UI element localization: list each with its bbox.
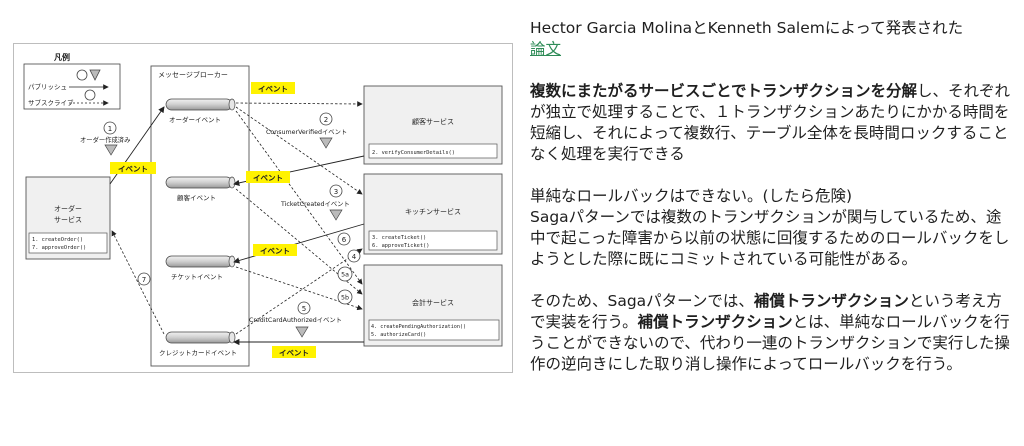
svg-text:3: 3 (334, 188, 338, 196)
arrow-subscribe-accounting-4 (235, 110, 363, 285)
step-2-marker: 2 ConsumerVerifiedイベント (266, 112, 347, 149)
accounting-method-5: 5. authorizeCard() (371, 332, 426, 338)
arrow-subscribe-kitchen-6 (235, 248, 363, 335)
step-6-marker: 6 (337, 232, 351, 246)
event-tag: イベント (251, 82, 295, 94)
event-tag: イベント (272, 346, 316, 358)
compensation-term-1: 補償トランザクション (753, 292, 909, 310)
arrow-subscribe-order-7 (111, 230, 165, 335)
channel-order-label: オーダーイベント (169, 115, 221, 124)
paragraph-saga-summary: 複数にまたがるサービスごとでトランザクションを分解し、それぞれが独立で処理するこ… (530, 81, 1016, 165)
compensation-text-a: そのため、Sagaパターンでは、 (530, 292, 754, 310)
arrow-subscribe-kitchen-order (235, 106, 363, 195)
step-1-marker: 1 オーダー作成済み (80, 121, 130, 156)
svg-text:5b: 5b (341, 295, 349, 302)
kitchen-method-6: 6. approveTicket() (372, 243, 429, 249)
event-tag-label: イベント (118, 165, 148, 174)
accounting-method-4: 4. createPendingAuthorization() (371, 324, 466, 330)
rollback-heading: 単純なロールバックはできない。(したら危険) (530, 187, 853, 205)
subscribe-triangle-icon (295, 326, 309, 338)
order-method-1: 1. createOrder() (32, 237, 83, 243)
kitchen-method-3: 3. createTicket() (372, 235, 426, 241)
step-5-label: CreditCardAuthorizedイベント (249, 316, 342, 324)
channel-customer-events (165, 176, 236, 189)
channel-order-events (165, 98, 236, 111)
arrow-subscribe-customer (235, 101, 363, 107)
svg-text:5a: 5a (341, 272, 349, 279)
event-tag-label: イベント (258, 85, 288, 94)
event-tag: イベント (246, 171, 290, 183)
message-broker-box (150, 65, 250, 367)
kitchen-service-methods-box (368, 230, 498, 251)
channel-creditcard-label: クレジットカードイベント (159, 349, 237, 357)
kitchen-service-name: キッチンサービス (405, 207, 461, 216)
customer-method-2: 2. verifyConsumerDetails() (372, 150, 455, 156)
step-5b-marker: 5b (337, 289, 353, 305)
compensation-term-2: 補償トランザクション (637, 313, 793, 331)
channel-ticket-label: チケットイベント (171, 273, 223, 281)
step-2-label: ConsumerVerifiedイベント (266, 128, 347, 136)
svg-text:2: 2 (324, 116, 328, 124)
legend-subscribe-label: サブスクライブ (28, 98, 74, 107)
event-tag-label: イベント (260, 247, 290, 256)
legend-circle-icon (76, 69, 88, 81)
step-7-marker: 7 (137, 272, 151, 286)
step-3-marker: 3 TicketCreatedイベント (280, 184, 350, 221)
event-tag-label: イベント (279, 349, 309, 358)
channel-creditcard-events (165, 331, 236, 344)
compensation-text-c: という考え方で実装を行う。 (530, 292, 1002, 331)
legend-publish-label: パブリッシュ (28, 82, 67, 91)
event-tag-label: イベント (253, 174, 283, 183)
accounting-service-name: 会計サービス (412, 298, 454, 307)
svg-text:6: 6 (342, 236, 347, 244)
svg-text:7: 7 (142, 276, 146, 284)
step-5-marker: 5 CreditCardAuthorizedイベント (249, 301, 342, 338)
event-tag: イベント (110, 162, 156, 174)
legend-triangle-icon (89, 69, 101, 81)
svg-text:1: 1 (108, 125, 112, 133)
customer-service-name: 顧客サービス (412, 117, 454, 126)
paper-intro-text: Hector Garcia MolinaとKenneth Salemによって発表… (530, 19, 964, 37)
order-method-7: 7. approveOrder() (32, 245, 86, 251)
subscribe-triangle-icon (319, 137, 333, 149)
saga-summary-bold: 複数にまたがるサービスごとでトランザクションを分解 (530, 82, 918, 100)
event-tag: イベント (253, 244, 297, 256)
broker-title: メッセージブローカー (158, 70, 228, 79)
svg-text:5: 5 (302, 305, 306, 313)
step-1-label: オーダー作成済み (80, 135, 130, 144)
channel-ticket-events (165, 255, 236, 268)
step-4-marker: 4 (347, 249, 361, 263)
svg-text:4: 4 (352, 253, 357, 261)
subscribe-triangle-icon (104, 144, 118, 156)
paragraph-compensation: そのため、Sagaパターンでは、補償トランザクションという考え方で実装を行う。補… (530, 291, 1016, 375)
paragraph-rollback: 単純なロールバックはできない。(したら危険) Sagaパターンでは複数のトランザク… (530, 186, 1016, 270)
legend-circle-icon (84, 89, 96, 101)
step-5a-marker: 5a (337, 266, 353, 282)
saga-diagram: 凡例 パブリッシュ サブスクライブ メッセージブローカー オーダーイベント 顧客… (13, 43, 513, 373)
article-text: Hector Garcia MolinaとKenneth Salemによって発表… (530, 18, 1016, 396)
order-service-name-2: サービス (54, 215, 82, 224)
subscribe-triangle-icon (329, 209, 343, 221)
order-service-methods-box (28, 232, 108, 254)
accounting-service-methods-box (368, 319, 500, 341)
order-service-name-1: オーダー (54, 204, 82, 213)
channel-customer-label: 顧客イベント (177, 193, 216, 202)
legend-title: 凡例 (54, 52, 70, 62)
step-3-label: TicketCreatedイベント (280, 200, 350, 208)
paper-link[interactable]: 論文 (530, 40, 562, 58)
rollback-text: Sagaパターンでは複数のトランザクションが関与しているため、途中で起こった障害… (530, 208, 1010, 268)
compensation-text-d: とは、単純なロールバックを行うことができないので、代わり一連のトランザクションで… (530, 313, 1010, 373)
paragraph-paper: Hector Garcia MolinaとKenneth Salemによって発表… (530, 18, 1016, 60)
saga-summary-text: し、それぞれが独立で処理することで、１トランザクションあたりにかかる時間を短縮し… (530, 82, 1011, 163)
customer-service-methods-box (368, 143, 498, 159)
